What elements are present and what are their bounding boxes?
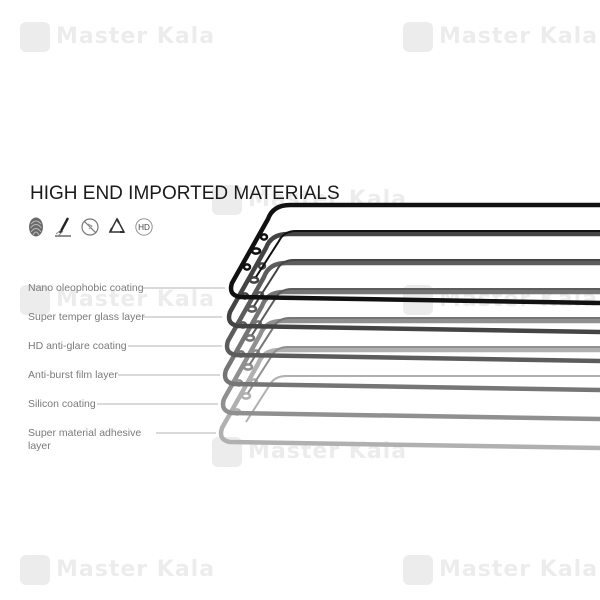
watermark-logo-icon — [403, 555, 433, 585]
hd-icon: HD — [134, 216, 154, 238]
layer-label-silicon: Silicon coating — [28, 398, 96, 410]
layer-label-adhesive: Super material adhesive layer — [28, 427, 141, 453]
layer-label-adhesive-line1: Super material adhesive — [28, 427, 142, 439]
watermark-logo-icon — [403, 22, 433, 52]
layer-label-oleophobic: Nano oleophobic coating — [28, 282, 144, 294]
leader-lines — [97, 287, 225, 434]
anti-glare-icon — [80, 216, 100, 238]
watermark-logo: Master Kala — [20, 555, 215, 585]
layer-label-anti-glare: HD anti-glare coating — [28, 340, 127, 352]
layer-temper-glass-sensor-cutout — [248, 276, 260, 284]
layer-silicon-frame — [220, 318, 600, 422]
watermark-logo: Master Kala — [403, 555, 598, 585]
layer-stack — [218, 202, 600, 451]
watermark-logo: Master Kala — [403, 22, 598, 52]
layer-temper-glass-inner-edge — [253, 259, 600, 307]
hd-icon-label: HD — [138, 223, 150, 232]
watermark-logo: Master Kala — [212, 185, 407, 215]
layer-anti-burst-frame — [222, 289, 600, 393]
layer-oleophobic-sensor-cutout — [250, 247, 262, 255]
fingerprint-icon — [26, 216, 46, 238]
watermark-logo-icon — [20, 555, 50, 585]
layer-label-adhesive-line2: layer — [28, 440, 51, 452]
watermark-logo-icon — [212, 185, 242, 215]
watermark-logo: Master Kala — [20, 285, 215, 315]
watermark-logo-icon — [20, 285, 50, 315]
page-title: HIGH END IMPORTED MATERIALS — [30, 183, 340, 204]
layer-oleophobic-frame — [228, 202, 600, 306]
layer-oleophobic-sensor-cutout — [259, 233, 269, 241]
layer-oleophobic-inner-edge — [255, 230, 600, 278]
layer-adhesive-sensor-cutout — [240, 392, 252, 400]
layer-anti-glare-sensor-cutout — [246, 305, 258, 313]
layer-label-temper-glass: Super temper glass layer — [28, 311, 145, 323]
layer-anti-burst-sensor-cutout — [244, 334, 256, 342]
layer-oleophobic-sensor-cutout — [242, 263, 252, 271]
feature-icons: HD — [26, 216, 154, 238]
layer-silicon-sensor-cutout — [242, 363, 254, 371]
watermark-logo-icon — [20, 22, 50, 52]
scratch-resistant-icon — [53, 216, 73, 238]
layer-label-anti-burst: Anti-burst film layer — [28, 369, 118, 381]
layer-adhesive-frame — [218, 347, 600, 451]
layer-anti-glare-frame — [224, 260, 600, 364]
recycle-icon — [107, 216, 127, 238]
watermark-logo: Master Kala — [20, 22, 215, 52]
layer-temper-glass-frame — [226, 231, 600, 335]
